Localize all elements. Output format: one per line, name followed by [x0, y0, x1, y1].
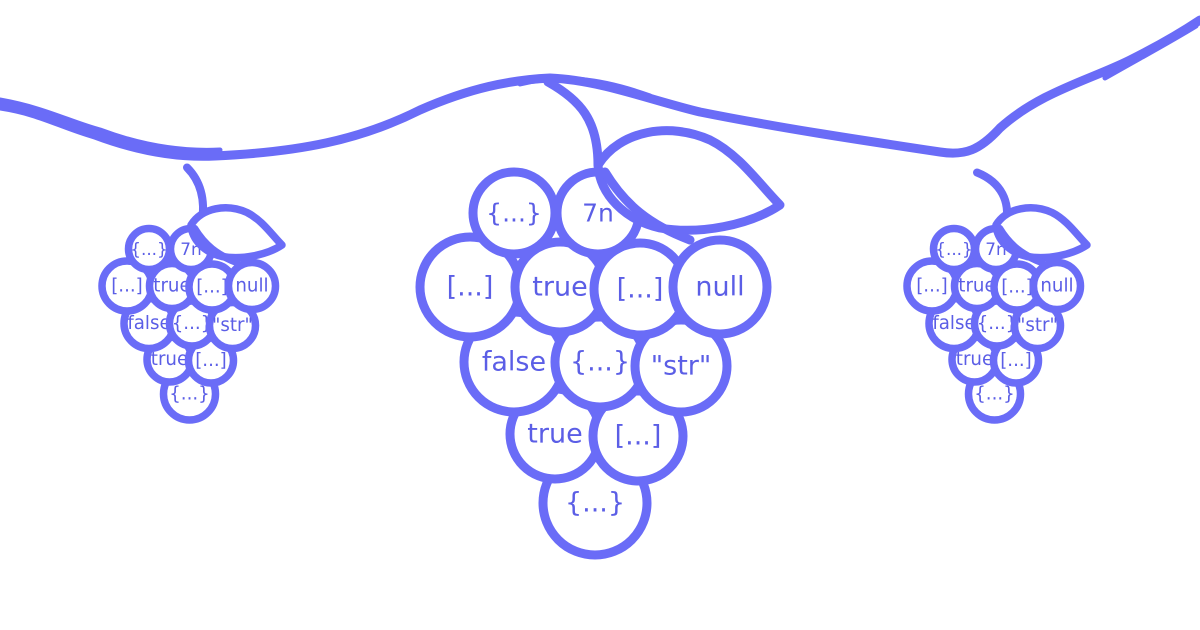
grape-label: true [527, 419, 582, 450]
grape-bunch-right: {...}true[...]false{...}"str"[...]true[.… [903, 168, 1091, 424]
grape-label: {...} [486, 199, 542, 228]
grape-label: false [482, 347, 546, 378]
grape-label: [...] [447, 272, 494, 303]
grape-label: null [695, 272, 744, 303]
grape-label: {...} [169, 384, 210, 405]
leaf-vein [190, 224, 241, 267]
grape-label: {...} [565, 488, 625, 519]
grape-label: [...] [1000, 350, 1032, 371]
grape-label: [...] [195, 350, 227, 371]
leaf [992, 204, 1091, 262]
grape-label: true [532, 272, 587, 303]
grape-label: {...} [172, 313, 213, 334]
leaf-vein [600, 167, 695, 245]
grape-label: {...} [977, 313, 1018, 334]
grape-label: "str" [651, 351, 712, 382]
leaf-vein [995, 224, 1046, 267]
grape-label: [...] [111, 276, 143, 297]
grape-label: [...] [1001, 277, 1033, 298]
grape-bunch-left: {...}true[...]false{...}"str"[...]true[.… [98, 163, 286, 424]
grape-label: 7n [582, 199, 614, 228]
grape-label: null [1040, 276, 1073, 297]
grape-label: "str" [212, 315, 253, 336]
vine [0, 15, 1200, 161]
grape [668, 235, 772, 339]
grape-label: false [127, 313, 170, 334]
grape-label: true [151, 349, 188, 370]
grape-label: [...] [615, 421, 662, 452]
grape [224, 258, 280, 314]
grape-label: {...} [974, 384, 1015, 405]
grape-label: false [932, 313, 975, 334]
vine-overstroke [0, 23, 1199, 153]
stem [543, 77, 603, 170]
grape-label: [...] [916, 276, 948, 297]
leaf [187, 204, 286, 262]
grape-label: "str" [1017, 315, 1058, 336]
grape-label: {...} [935, 239, 973, 259]
grape-bunch-center: {...} true [...] false {...} "str" [...] true [.… [415, 77, 785, 560]
grape-label: [...] [617, 274, 664, 305]
grape-label: true [958, 276, 995, 297]
grape-label: {...} [570, 347, 630, 378]
grape-label: true [956, 349, 993, 370]
grape-label: {...} [130, 239, 168, 259]
grape-label: [...] [196, 277, 228, 298]
leaf [593, 126, 785, 235]
grape-label: true [153, 276, 190, 297]
grape-label: null [235, 276, 268, 297]
grape [1029, 258, 1085, 314]
